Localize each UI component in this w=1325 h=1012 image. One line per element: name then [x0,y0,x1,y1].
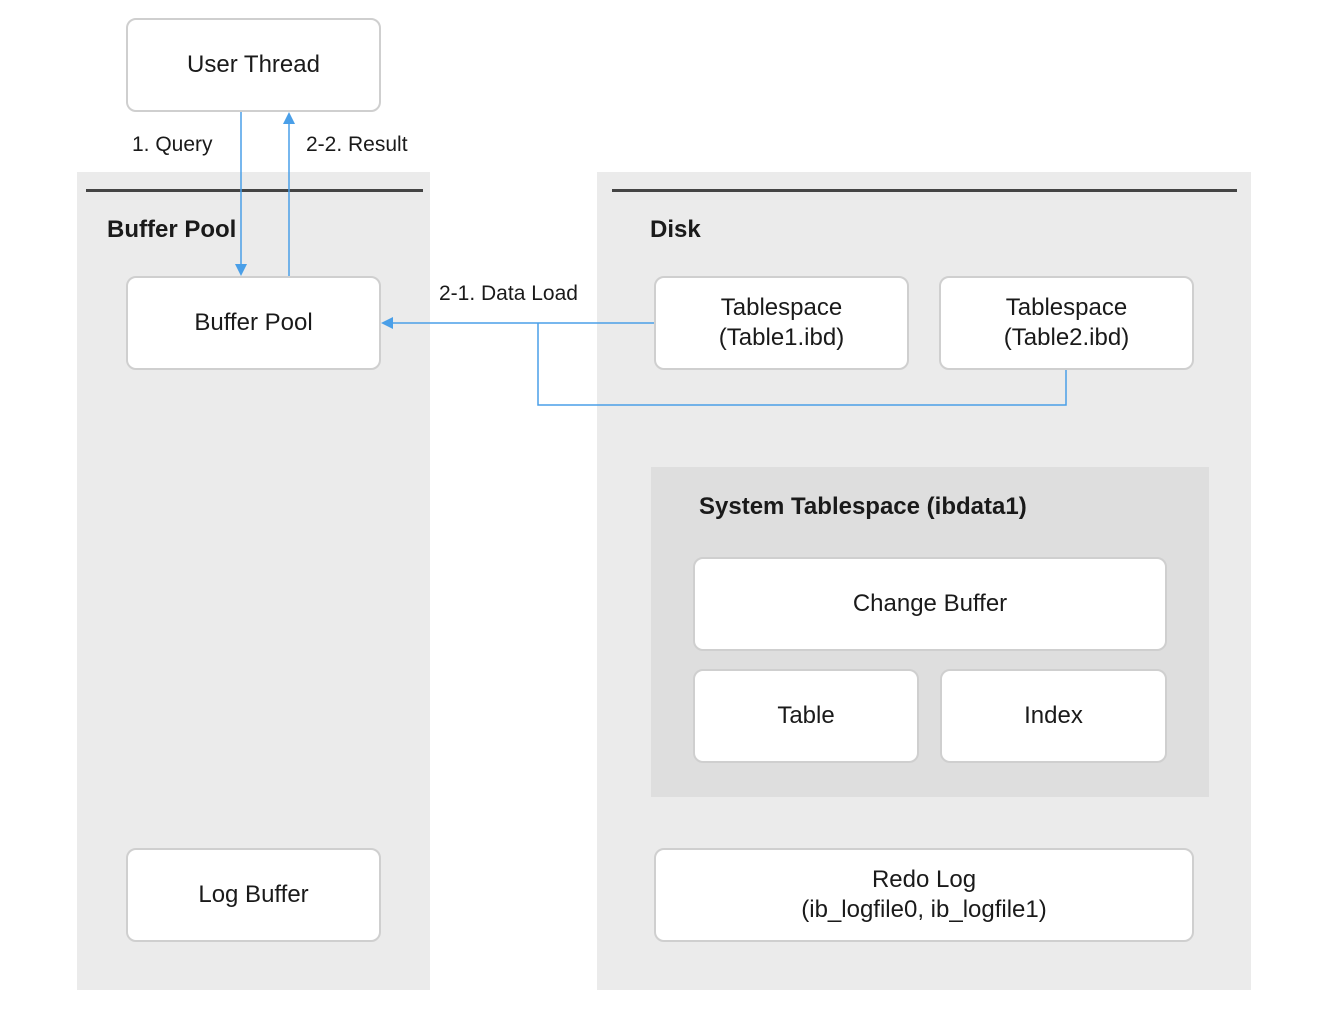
disk-group-title: Disk [650,216,701,243]
log-buffer-node: Log Buffer [126,848,381,942]
user-thread-node: User Thread [126,18,381,112]
index-label: Index [1024,702,1083,729]
index-node: Index [940,669,1167,763]
log-buffer-label: Log Buffer [198,881,309,908]
table-label: Table [777,702,835,729]
buffer-pool-node: Buffer Pool [126,276,381,370]
disk-rule [612,189,1237,192]
redo-log-node: Redo Log (ib_logfile0, ib_logfile1) [654,848,1194,942]
result-label: 2-2. Result [306,133,408,156]
redo-log-line1: Redo Log [871,866,977,893]
tablespace1-node: Tablespace (Table1.ibd) [654,276,909,370]
system-tablespace-title: System Tablespace (ibdata1) [699,493,1027,520]
redo-log-line2: (ib_logfile0, ib_logfile1) [801,896,1047,923]
change-buffer-node: Change Buffer [693,557,1167,651]
tablespace2-connector [537,323,1067,406]
buffer-pool-group-title: Buffer Pool [107,216,237,243]
buffer-pool-label: Buffer Pool [194,309,313,336]
tablespace2-line1: Tablespace [1005,294,1128,321]
query-label: 1. Query [132,133,213,156]
tablespace1-line2: (Table1.ibd) [718,324,845,351]
table-node: Table [693,669,919,763]
change-buffer-label: Change Buffer [852,590,1008,617]
tablespace2-line2: (Table2.ibd) [1003,324,1130,351]
buffer-pool-rule [86,189,423,192]
user-thread-label: User Thread [187,51,320,78]
tablespace1-line1: Tablespace [720,294,843,321]
tablespace2-node: Tablespace (Table2.ibd) [939,276,1194,370]
data-load-label: 2-1. Data Load [439,282,578,305]
